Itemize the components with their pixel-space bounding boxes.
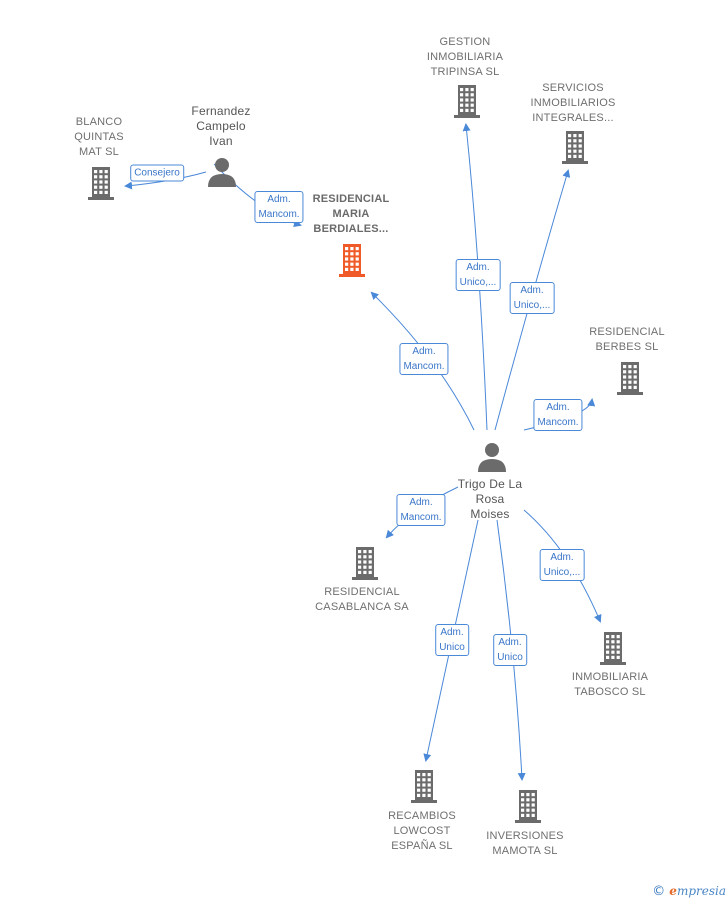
node-label-residencial_maria[interactable]: RESIDENCIAL MARIA BERDIALES... xyxy=(312,193,390,235)
footer-brand: ©empresia xyxy=(652,884,726,899)
building-icon[interactable] xyxy=(451,83,483,124)
copyright-symbol: © xyxy=(652,884,666,899)
edge-label-trigo-to-residencial_maria[interactable]: Adm. Mancom. xyxy=(399,343,449,375)
node-label-gestion[interactable]: GESTION INMOBILIARIA TRIPINSA SL xyxy=(426,36,504,78)
building-icon[interactable] xyxy=(349,545,381,586)
node-label-servicios[interactable]: SERVICIOS INMOBILIARIOS INTEGRALES... xyxy=(530,82,616,124)
building-icon[interactable] xyxy=(512,788,544,829)
building-icon[interactable] xyxy=(559,129,591,170)
edge-label-trigo-to-mamota[interactable]: Adm. Unico xyxy=(493,634,527,666)
building-icon[interactable] xyxy=(597,630,629,671)
brand-initial: e xyxy=(669,884,677,898)
node-label-berbes[interactable]: RESIDENCIAL BERBES SL xyxy=(589,326,665,353)
edge-label-trigo-to-tabosco[interactable]: Adm. Unico,... xyxy=(539,549,585,581)
edge-label-fernandez-to-residencial_maria[interactable]: Adm. Mancom. xyxy=(254,191,304,223)
node-label-trigo[interactable]: Trigo De La Rosa Moises xyxy=(457,477,523,521)
building-icon[interactable] xyxy=(408,768,440,809)
node-label-mamota[interactable]: INVERSIONES MAMOTA SL xyxy=(486,830,564,857)
node-label-casablanca[interactable]: RESIDENCIAL CASABLANCA SA xyxy=(315,586,409,613)
edge-label-trigo-to-servicios[interactable]: Adm. Unico,... xyxy=(509,282,555,314)
edge-label-trigo-to-recambios[interactable]: Adm. Unico xyxy=(435,624,469,656)
edge-label-trigo-to-gestion[interactable]: Adm. Unico,... xyxy=(455,259,501,291)
node-label-recambios[interactable]: RECAMBIOS LOWCOST ESPAÑA SL xyxy=(388,810,456,852)
edge-label-fernandez-to-blanco[interactable]: Consejero xyxy=(130,164,184,182)
edge-label-trigo-to-berbes[interactable]: Adm. Mancom. xyxy=(533,399,583,431)
person-icon[interactable] xyxy=(476,442,508,477)
brand-name: mpresia xyxy=(676,884,726,898)
person-icon[interactable] xyxy=(206,157,238,192)
building-icon[interactable] xyxy=(614,360,646,401)
building-icon[interactable] xyxy=(336,242,368,283)
building-icon[interactable] xyxy=(85,165,117,206)
edge-label-trigo-to-casablanca[interactable]: Adm. Mancom. xyxy=(396,494,446,526)
node-label-blanco[interactable]: BLANCO QUINTAS MAT SL xyxy=(74,116,124,158)
node-label-fernandez[interactable]: Fernandez Campelo Ivan xyxy=(191,104,251,148)
node-label-tabosco[interactable]: INMOBILIARIA TABOSCO SL xyxy=(571,671,649,698)
